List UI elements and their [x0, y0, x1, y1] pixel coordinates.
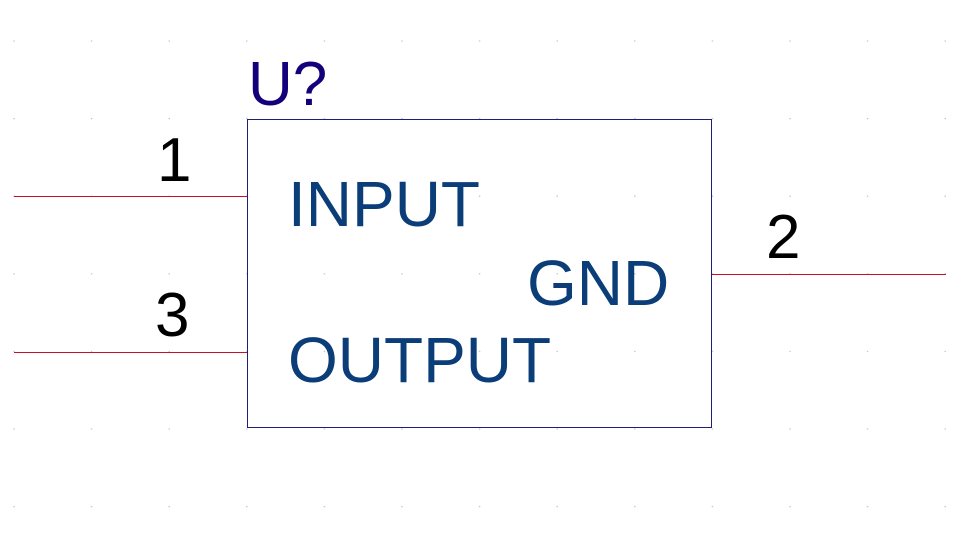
- grid-dot: [13, 505, 15, 508]
- grid-dot: [168, 273, 170, 275]
- grid-dot: [246, 428, 248, 430]
- grid-dot: [711, 40, 714, 42]
- grid-dot: [556, 117, 558, 120]
- grid-dot: [401, 273, 403, 275]
- grid-dot: [90, 273, 93, 275]
- grid-dot: [401, 40, 403, 42]
- pin-3-number: 3: [155, 281, 190, 350]
- grid-dot: [13, 117, 15, 120]
- grid-dot: [866, 505, 869, 508]
- grid-dot: [711, 117, 714, 120]
- grid-dot: [634, 40, 636, 42]
- grid-dot: [944, 117, 946, 120]
- grid-dot: [90, 428, 93, 430]
- grid-dot: [556, 428, 558, 430]
- grid-dot: [866, 40, 869, 42]
- grid-dot: [168, 428, 170, 430]
- grid-dot: [246, 117, 248, 120]
- grid-dot: [90, 117, 93, 120]
- grid-dot: [246, 505, 248, 508]
- pin-2-wire[interactable]: [712, 274, 946, 275]
- pin-1-name: INPUT: [288, 168, 480, 240]
- pin-2-name: GND: [527, 247, 670, 319]
- grid-dot: [323, 428, 326, 430]
- grid-dot: [13, 273, 15, 275]
- grid-dot: [944, 40, 946, 42]
- grid-dot: [246, 40, 248, 42]
- grid-dot: [556, 505, 558, 508]
- grid-dot: [711, 195, 714, 197]
- grid-dot: [401, 428, 403, 430]
- grid-dot: [168, 40, 170, 42]
- grid-dot: [401, 117, 403, 120]
- grid-dot: [13, 428, 15, 430]
- grid-dot: [90, 40, 93, 42]
- grid-dot: [634, 505, 636, 508]
- grid-dot: [556, 350, 558, 353]
- grid-dot: [478, 195, 481, 197]
- component-body[interactable]: [247, 119, 712, 428]
- grid-dot: [866, 428, 869, 430]
- grid-dot: [323, 117, 326, 120]
- component-reference[interactable]: U?: [248, 50, 328, 119]
- pin-1-number: 1: [157, 126, 192, 195]
- grid-dot: [90, 505, 93, 508]
- grid-dot: [478, 505, 481, 508]
- grid-dot: [401, 350, 403, 353]
- grid-dot: [323, 195, 326, 197]
- grid-dot: [944, 350, 946, 353]
- grid-dot: [13, 40, 15, 42]
- grid-dot: [556, 40, 558, 42]
- grid-dot: [711, 505, 714, 508]
- grid-dot: [634, 117, 636, 120]
- grid-dot: [13, 350, 15, 353]
- grid-dot: [634, 195, 636, 197]
- pin-1-wire[interactable]: [14, 196, 247, 197]
- grid-dot: [711, 350, 714, 353]
- grid-dot: [634, 350, 636, 353]
- grid-dot: [556, 195, 558, 197]
- grid-dot: [401, 195, 403, 197]
- grid-dot: [168, 350, 170, 353]
- grid-dot: [789, 505, 791, 508]
- grid-dot: [789, 428, 791, 430]
- grid-dot: [478, 40, 481, 42]
- grid-dot: [323, 505, 326, 508]
- grid-dot: [168, 505, 170, 508]
- grid-dot: [478, 273, 481, 275]
- grid-dot: [789, 117, 791, 120]
- grid-dot: [168, 117, 170, 120]
- grid-dot: [789, 195, 791, 197]
- grid-dot: [478, 350, 481, 353]
- grid-dot: [478, 117, 481, 120]
- grid-dot: [866, 350, 869, 353]
- grid-dot: [90, 350, 93, 353]
- grid-dot: [634, 273, 636, 275]
- pin-3-name: OUTPUT: [288, 324, 552, 396]
- grid-dot: [866, 195, 869, 197]
- pin-2-number: 2: [766, 203, 801, 272]
- grid-dot: [711, 428, 714, 430]
- grid-dot: [944, 505, 946, 508]
- grid-dot: [634, 428, 636, 430]
- grid-dot: [789, 40, 791, 42]
- grid-dot: [866, 117, 869, 120]
- grid-dot: [944, 195, 946, 197]
- grid-dot: [556, 273, 558, 275]
- grid-dot: [323, 350, 326, 353]
- grid-dot: [944, 428, 946, 430]
- grid-dot: [323, 273, 326, 275]
- pin-3-wire[interactable]: [14, 352, 247, 353]
- grid-dot: [323, 40, 326, 42]
- grid-dot: [478, 428, 481, 430]
- grid-dot: [401, 505, 403, 508]
- grid-dot: [789, 350, 791, 353]
